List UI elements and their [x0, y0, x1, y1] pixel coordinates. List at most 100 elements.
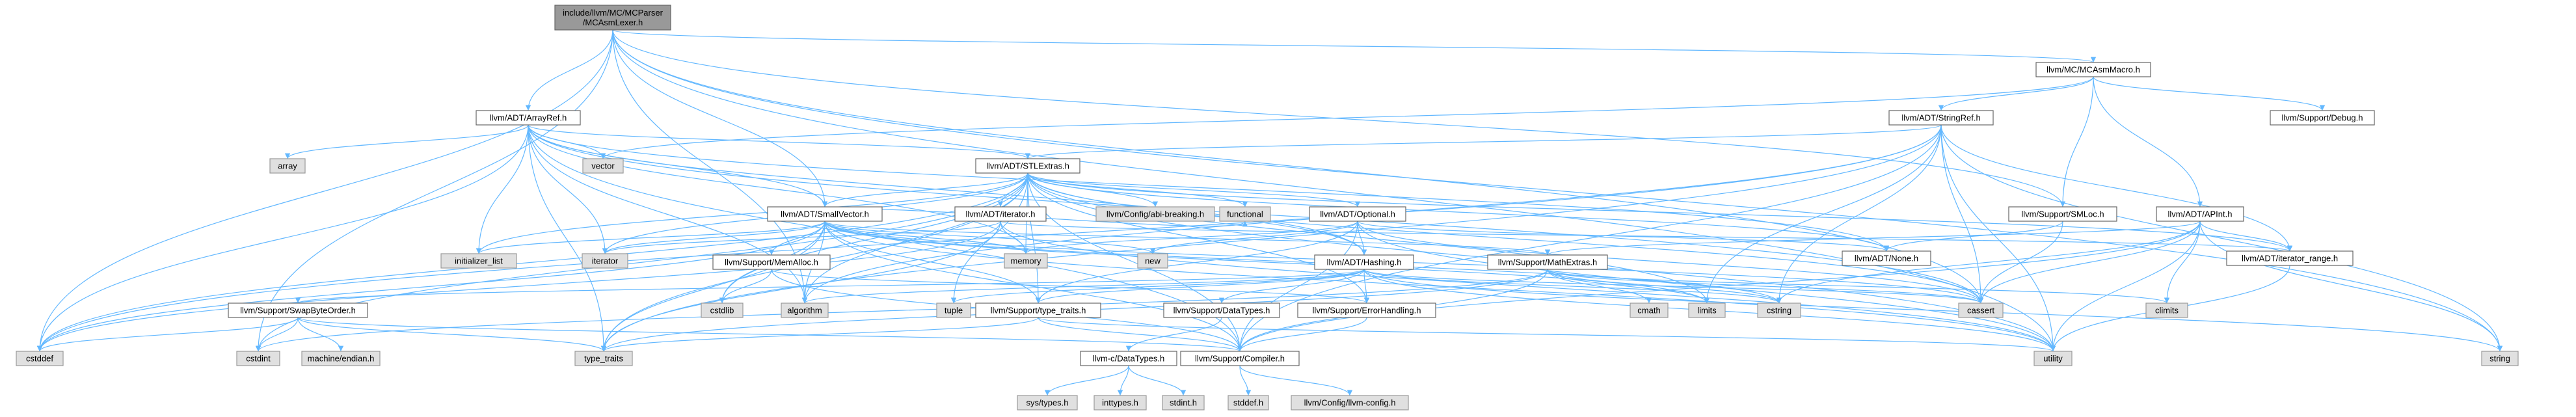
edge-llvm-adt-iterator-h-to-llvm-adt-iterator-range-h	[1000, 221, 2292, 252]
edge-llvm-adt-hashing-h-to-llvm-support-errorhandling-h	[1363, 269, 1370, 304]
edge-llvm-adt-arrayref-h-to-iterator	[528, 124, 608, 254]
node-functional: functional	[1219, 206, 1271, 222]
node-llvm-adt-hashing-h[interactable]: llvm/ADT/Hashing.h	[1314, 254, 1414, 270]
node-label: initializer_list	[455, 256, 503, 266]
edge-llvm-adt-apint-h-to-llvm-adt-iterator-range-h	[2199, 221, 2293, 252]
node-llvm-adt-iterator-range-h[interactable]: llvm/ADT/iterator_range.h	[2226, 250, 2354, 266]
edge-llvm-adt-hashing-h-to-llvm-support-type-traits-h	[1035, 269, 1365, 304]
edge-llvm-support-smloc-h-to-cassert	[1978, 221, 2063, 304]
node-inttypes-h: inttypes.h	[1093, 395, 1147, 410]
node-label: llvm-c/DataTypes.h	[1093, 354, 1165, 364]
edge-llvm-adt-optional-h-to-utility	[1357, 221, 2056, 352]
edge-llvm-adt-smallvector-h-to-iterator	[602, 221, 825, 254]
edge-llvm-mc-mcasmmacro-h-to-llvm-adt-apint-h	[2093, 76, 2203, 208]
node-llvm-adt-iterator-h[interactable]: llvm/ADT/iterator.h	[954, 206, 1047, 222]
node-llvm-support-type-traits-h[interactable]: llvm/Support/type_traits.h	[975, 303, 1101, 318]
edge-llvm-adt-stlextras-h-to-cstdint	[255, 172, 1028, 352]
node-llvm-adt-smallvector-h[interactable]: llvm/ADT/SmallVector.h	[767, 206, 883, 222]
edge-llvm-adt-stringref-h-to-cstring	[1776, 124, 1942, 304]
node-label: llvm/Support/MathExtras.h	[1498, 258, 1597, 267]
node-llvm-support-compiler-h[interactable]: llvm/Support/Compiler.h	[1180, 351, 1300, 366]
node-label: cstring	[1767, 306, 1791, 316]
node-llvm-adt-arrayref-h[interactable]: llvm/ADT/ArrayRef.h	[476, 110, 581, 126]
edge-llvm-adt-apint-h-to-llvm-support-mathextras-h	[1545, 221, 2201, 256]
edge-llvm-adt-smallvector-h-to-cstddef	[36, 221, 825, 352]
node-label: cstdlib	[710, 306, 734, 316]
edge-llvm-adt-smallvector-h-to-type-traits	[600, 221, 825, 352]
node-llvm-mc-mcasmmacro-h[interactable]: llvm/MC/MCAsmMacro.h	[2035, 62, 2151, 77]
node-label: sys/types.h	[1026, 398, 1068, 408]
edge-llvm-adt-arrayref-h-to-llvm-adt-none-h	[528, 124, 1890, 252]
node-label: utility	[2043, 354, 2063, 364]
header-nodes: include/llvm/MC/MCParser/MCAsmLexer.h llv…	[16, 5, 2519, 410]
edge-llvm-adt-arrayref-h-to-memory	[528, 124, 1029, 254]
edge-llvm-adt-apint-h-to-climits	[2164, 221, 2201, 304]
node-utility: utility	[2033, 351, 2073, 366]
node-label: new	[1145, 256, 1161, 266]
node-llvm-adt-apint-h[interactable]: llvm/ADT/APInt.h	[2156, 206, 2244, 222]
node-llvm-adt-stlextras-h[interactable]: llvm/ADT/STLExtras.h	[975, 158, 1080, 174]
node-label: cstddef	[26, 354, 53, 364]
node-llvm-adt-none-h[interactable]: llvm/ADT/None.h	[1842, 250, 1931, 266]
edge-include-llvm-mc-mcparser-mcasmlexer-h-to-algorithm	[612, 29, 808, 304]
node-llvm-support-swapbyteorder-h[interactable]: llvm/Support/SwapByteOrder.h	[228, 303, 368, 318]
node-llvm-support-memalloc-h[interactable]: llvm/Support/MemAlloc.h	[712, 254, 831, 270]
edge-llvm-c-datatypes-h-to-stdint-h	[1128, 365, 1187, 396]
edge-llvm-adt-apint-h-to-llvm-support-compiler-h	[1237, 221, 2201, 352]
node-llvm-support-errorhandling-h[interactable]: llvm/Support/ErrorHandling.h	[1297, 303, 1436, 318]
edge-llvm-c-datatypes-h-to-inttypes-h	[1117, 365, 1129, 396]
node-label: climits	[2155, 306, 2179, 316]
edge-llvm-support-mathextras-h-to-cstring	[1547, 269, 1782, 304]
node-cstdlib: cstdlib	[701, 303, 744, 318]
node-label: inttypes.h	[1102, 398, 1138, 408]
node-label: llvm/Support/Debug.h	[2281, 113, 2363, 123]
node-llvm-adt-optional-h[interactable]: llvm/ADT/Optional.h	[1309, 206, 1406, 222]
edge-llvm-adt-apint-h-to-cassert	[1978, 221, 2201, 304]
node-label: machine/endian.h	[308, 354, 375, 364]
edge-llvm-adt-iterator-h-to-cstddef	[36, 221, 1001, 352]
node-label: llvm/Support/ErrorHandling.h	[1313, 306, 1421, 316]
edge-llvm-support-memalloc-h-to-llvm-support-errorhandling-h	[771, 269, 1369, 304]
node-label: iterator	[592, 256, 619, 266]
edge-llvm-adt-iterator-h-to-iterator	[602, 221, 1001, 254]
node-label: llvm/Support/Compiler.h	[1195, 354, 1285, 364]
edge-llvm-adt-optional-h-to-llvm-support-type-traits-h	[1035, 221, 1358, 304]
node-label: llvm/ADT/iterator.h	[966, 209, 1036, 219]
edge-llvm-adt-hashing-h-to-cstring	[1363, 269, 1782, 304]
edge-llvm-adt-stlextras-h-to-llvm-support-type-traits-h	[1027, 172, 1041, 304]
node-label: /MCAsmLexer.h	[583, 18, 643, 27]
edge-llvm-adt-smallvector-h-to-cstring	[824, 221, 1782, 304]
node-label: llvm/ADT/Hashing.h	[1327, 258, 1402, 267]
edge-llvm-adt-stringref-h-to-llvm-adt-iterator-range-h	[1940, 124, 2293, 252]
node-llvm-c-datatypes-h[interactable]: llvm-c/DataTypes.h	[1080, 351, 1177, 366]
edge-llvm-adt-optional-h-to-memory	[1023, 221, 1358, 254]
node-llvm-adt-stringref-h[interactable]: llvm/ADT/StringRef.h	[1888, 110, 1994, 126]
node-stddef-h: stddef.h	[1228, 395, 1269, 410]
node-label: cassert	[1967, 306, 1994, 316]
node-llvm-support-mathextras-h[interactable]: llvm/Support/MathExtras.h	[1487, 254, 1608, 270]
edge-llvm-adt-stringref-h-to-cassert	[1940, 124, 1984, 304]
node-label: tuple	[945, 306, 963, 316]
edge-llvm-mc-mcasmmacro-h-to-llvm-adt-stringref-h	[1938, 76, 2094, 111]
node-include-llvm-mc-mcparser-mcasmlexer-h[interactable]: include/llvm/MC/MCParser/MCAsmLexer.h	[554, 5, 671, 31]
node-llvm-config-llvm-config-h: llvm/Config/llvm-config.h	[1291, 395, 1409, 410]
node-stdint-h: stdint.h	[1162, 395, 1205, 410]
edge-llvm-mc-mcasmmacro-h-to-llvm-support-debug-h	[2093, 76, 2326, 111]
node-label: llvm/ADT/SmallVector.h	[781, 209, 869, 219]
edge-llvm-adt-hashing-h-to-llvm-support-datatypes-h	[1218, 269, 1365, 304]
node-label: stddef.h	[1233, 398, 1263, 408]
node-llvm-support-debug-h[interactable]: llvm/Support/Debug.h	[2270, 110, 2375, 126]
edge-llvm-adt-stringref-h-to-limits	[1704, 124, 1942, 304]
node-vector: vector	[582, 158, 624, 174]
edge-llvm-adt-stringref-h-to-string	[1940, 124, 2503, 352]
node-label: algorithm	[787, 306, 822, 316]
node-llvm-support-smloc-h[interactable]: llvm/Support/SMLoc.h	[2008, 206, 2117, 222]
node-label: llvm/Support/type_traits.h	[991, 306, 1086, 316]
node-llvm-support-datatypes-h[interactable]: llvm/Support/DataTypes.h	[1163, 303, 1280, 318]
edge-llvm-support-swapbyteorder-h-to-llvm-support-compiler-h	[297, 317, 1242, 352]
edge-llvm-support-compiler-h-to-llvm-config-llvm-config-h	[1239, 365, 1353, 396]
edge-llvm-adt-hashing-h-to-string	[1363, 269, 2502, 352]
edge-llvm-support-memalloc-h-to-cstdlib	[719, 269, 772, 304]
edge-llvm-support-swapbyteorder-h-to-machine-endian-h	[297, 317, 344, 352]
